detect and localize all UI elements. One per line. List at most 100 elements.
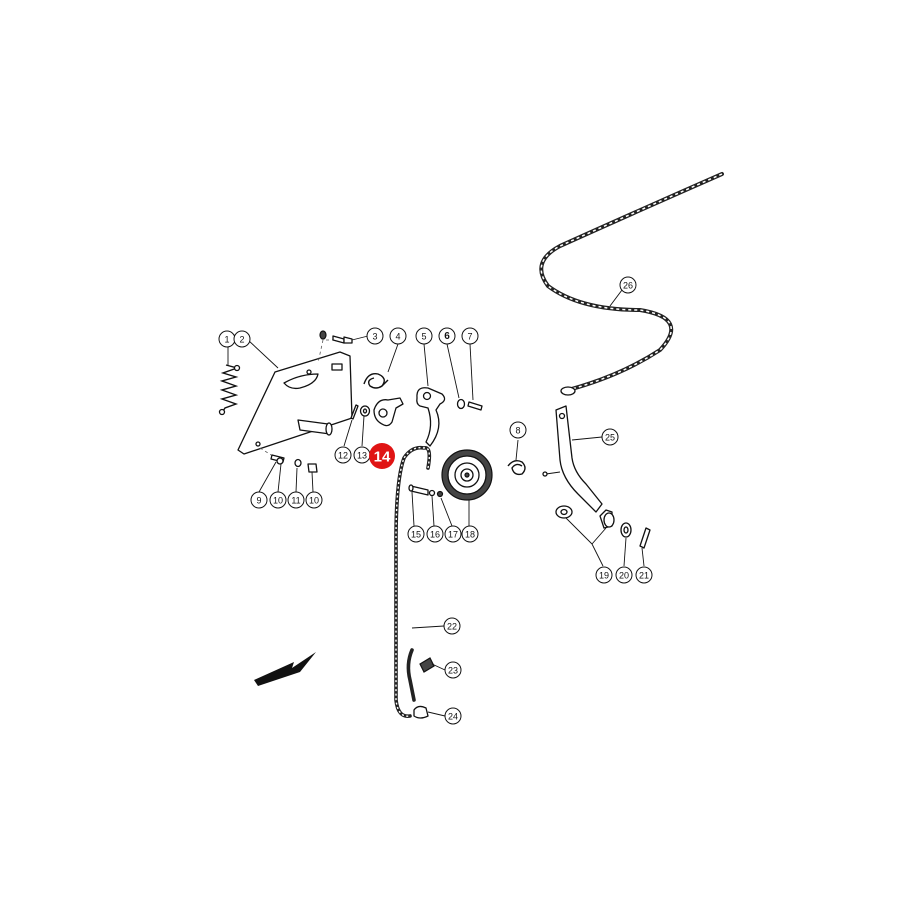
highlight-circle bbox=[369, 443, 395, 469]
callout-15: 15 bbox=[407, 525, 425, 543]
callout-24: 24 bbox=[444, 707, 462, 725]
washer-13 bbox=[359, 405, 371, 417]
highlight-label: 14 bbox=[374, 449, 391, 466]
callout-circle bbox=[407, 525, 425, 543]
callout-number: 11 bbox=[291, 496, 300, 506]
callout-19: 19 bbox=[595, 566, 613, 584]
connecting-link-23 bbox=[419, 657, 435, 673]
callout-circle bbox=[444, 525, 462, 543]
torsion-spring-4 bbox=[363, 373, 389, 389]
callout-circle bbox=[635, 566, 653, 584]
callout-7: 7 bbox=[461, 327, 479, 345]
callout-number: 20 bbox=[619, 571, 629, 581]
cam-lever-5 bbox=[416, 387, 446, 447]
callout-number: 3 bbox=[372, 332, 377, 342]
callout-number: 25 bbox=[605, 433, 615, 443]
roller-chain-22 bbox=[394, 445, 432, 718]
callout-21: 21 bbox=[635, 566, 653, 584]
callout-circle bbox=[269, 491, 287, 509]
callout-number: 24 bbox=[448, 712, 458, 722]
callout-11: 11 bbox=[287, 491, 305, 509]
callout-10: 10 bbox=[305, 491, 323, 509]
callout-number: 26 bbox=[623, 281, 633, 291]
mounting-plate bbox=[237, 351, 353, 455]
offset-link-24 bbox=[413, 705, 429, 719]
callout-circle bbox=[426, 525, 444, 543]
callout-circle bbox=[287, 491, 305, 509]
callout-number: 23 bbox=[448, 666, 458, 676]
callout-5: 5 bbox=[415, 327, 433, 345]
nut-17 bbox=[436, 490, 444, 498]
callout-circle bbox=[601, 428, 619, 446]
callout-number: 6 bbox=[444, 331, 450, 342]
callout-22: 22 bbox=[443, 617, 461, 635]
bushing-19 bbox=[555, 505, 615, 529]
callout-10: 10 bbox=[269, 491, 287, 509]
callout-4: 4 bbox=[389, 327, 407, 345]
callout-25: 25 bbox=[601, 428, 619, 446]
lever-14 bbox=[373, 397, 404, 427]
callout-circle bbox=[250, 491, 268, 509]
callout-circle bbox=[615, 566, 633, 584]
highlighted-callout[interactable]: 14 bbox=[369, 443, 395, 469]
bottom-hardware bbox=[259, 447, 318, 473]
callout-number: 7 bbox=[467, 332, 472, 342]
spring-8 bbox=[507, 459, 526, 476]
callout-number: 10 bbox=[309, 496, 319, 506]
callout-number: 12 bbox=[338, 451, 348, 461]
callout-17: 17 bbox=[444, 525, 462, 543]
callout-16: 16 bbox=[426, 525, 444, 543]
callout-20: 20 bbox=[615, 566, 633, 584]
control-cable-26 bbox=[539, 172, 724, 396]
callout-number: 17 bbox=[448, 530, 458, 540]
washer-16 bbox=[428, 489, 436, 497]
callout-26: 26 bbox=[619, 276, 637, 294]
callout-number: 2 bbox=[239, 335, 244, 345]
arrow-up-right-icon bbox=[254, 652, 316, 686]
callout-number: 1 bbox=[224, 335, 229, 345]
callout-number: 5 bbox=[421, 332, 426, 342]
callout-circle bbox=[389, 327, 407, 345]
callout-number: 18 bbox=[465, 530, 475, 540]
lever-arm-25 bbox=[542, 405, 603, 513]
pin-7 bbox=[467, 401, 483, 411]
callout-13: 13 bbox=[353, 446, 371, 464]
callout-23: 23 bbox=[444, 661, 462, 679]
callout-3: 3 bbox=[366, 327, 384, 345]
callout-number: 15 bbox=[411, 530, 421, 540]
callout-number: 13 bbox=[357, 451, 367, 461]
shaft-15 bbox=[408, 484, 429, 496]
callout-circle bbox=[334, 446, 352, 464]
callout-number: 8 bbox=[515, 426, 520, 436]
callout-1: 1 bbox=[218, 330, 236, 348]
cotter-pin-21 bbox=[639, 527, 651, 549]
leader-lines bbox=[227, 289, 645, 717]
callout-12: 12 bbox=[334, 446, 352, 464]
callout-circle bbox=[415, 327, 433, 345]
callout-circle bbox=[305, 491, 323, 509]
callout-number: 19 bbox=[599, 571, 609, 581]
callout-circle bbox=[619, 276, 637, 294]
callout-circle bbox=[461, 525, 479, 543]
callout-18: 18 bbox=[461, 525, 479, 543]
callout-circle bbox=[366, 327, 384, 345]
callout-circle bbox=[444, 661, 462, 679]
callout-number: 21 bbox=[639, 571, 649, 581]
pin-12 bbox=[350, 404, 359, 420]
callout-circle bbox=[461, 327, 479, 345]
callout-circle bbox=[233, 330, 251, 348]
callout-6: 6 bbox=[438, 327, 456, 345]
tension-spring bbox=[218, 364, 241, 416]
sprocket-18 bbox=[441, 449, 493, 501]
washer-20 bbox=[620, 522, 632, 538]
callout-8: 8 bbox=[509, 421, 527, 439]
callout-number: 9 bbox=[256, 496, 261, 506]
callout-circle bbox=[443, 617, 461, 635]
top-hardware bbox=[317, 330, 353, 364]
callout-number: 10 bbox=[273, 496, 283, 506]
callout-number: 16 bbox=[430, 530, 440, 540]
callout-circle bbox=[444, 707, 462, 725]
